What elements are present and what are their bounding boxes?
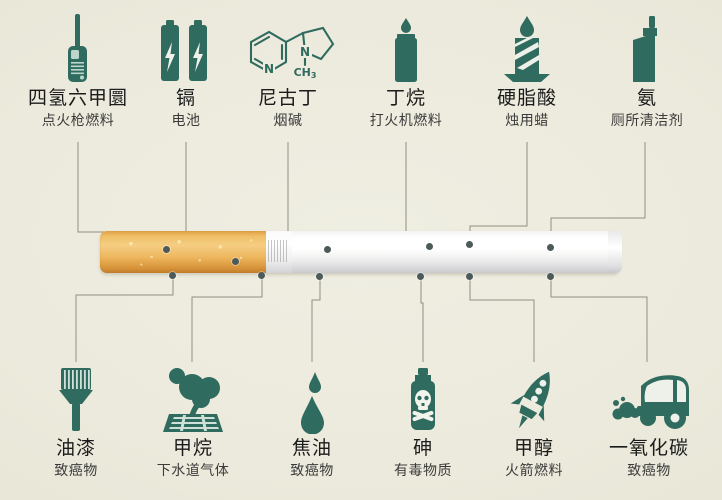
anchor-dot — [316, 273, 323, 280]
item-name: 一氧化碳 — [608, 437, 689, 459]
item-name: 甲烷 — [172, 437, 213, 459]
item-use: 致癌物 — [627, 462, 671, 479]
item-name: 砷 — [412, 437, 433, 459]
sewer-gas-icon — [128, 362, 258, 434]
item-use: 厕所清洁剂 — [610, 112, 684, 129]
anchor-dot — [417, 273, 424, 280]
item-name: 油漆 — [55, 437, 96, 459]
item-cadmium: 镉 电池 — [128, 14, 244, 130]
item-methanol: 甲醇 火箭燃料 — [478, 362, 590, 480]
item-name: 四氢六甲圜 — [27, 87, 128, 109]
item-name: 氨 — [636, 87, 657, 109]
cigarette-filter — [100, 231, 272, 273]
item-use: 打火机燃料 — [369, 112, 443, 129]
item-use: 致癌物 — [54, 462, 98, 479]
anchor-dot — [169, 272, 176, 279]
item-name: 丁烷 — [385, 87, 426, 109]
anchor-dot — [232, 258, 239, 265]
item-stearic-acid: 硬脂酸 烛用蜡 — [462, 14, 592, 130]
pyrrolidine-n-label: N — [300, 45, 310, 59]
cigarette-tipping-band — [266, 231, 292, 273]
item-use: 致癌物 — [290, 462, 334, 479]
anchor-dot — [547, 273, 554, 280]
item-ammonia: 氨 厕所清洁剂 — [580, 14, 714, 130]
poison-bottle-icon — [368, 362, 478, 434]
item-use: 烟碱 — [273, 112, 303, 129]
item-use: 烛用蜡 — [505, 112, 549, 129]
anchor-dot — [547, 244, 554, 251]
anchor-dot — [466, 241, 473, 248]
cigarette-tip — [608, 231, 622, 273]
candle-icon — [462, 14, 592, 86]
item-carbon-monoxide: 一氧化碳 致癌物 — [584, 362, 714, 480]
item-use: 点火枪燃料 — [41, 112, 115, 129]
anchor-dot — [258, 272, 265, 279]
item-arsenic: 砷 有毒物质 — [368, 362, 478, 480]
item-butane: 丁烷 打火机燃料 — [348, 14, 464, 130]
item-use: 下水道气体 — [156, 462, 230, 479]
anchor-dot — [324, 246, 331, 253]
car-exhaust-icon — [584, 362, 714, 434]
anchor-dot — [163, 246, 170, 253]
battery-icon — [128, 14, 244, 86]
methyl-label: CH3 — [294, 66, 317, 80]
svg-text:N: N — [264, 62, 274, 76]
item-name: 硬脂酸 — [496, 87, 557, 109]
item-name: 焦油 — [291, 437, 332, 459]
item-methane: 甲烷 下水道气体 — [128, 362, 258, 480]
item-use: 火箭燃料 — [505, 462, 563, 479]
item-use: 有毒物质 — [394, 462, 452, 479]
spray-bottle-icon — [580, 14, 714, 86]
item-tetrahydro: 四氢六甲圜 点火枪燃料 — [8, 14, 148, 130]
item-name: 甲醇 — [513, 437, 554, 459]
anchor-dot — [466, 273, 473, 280]
nicotine-molecule-icon: N N N CH3 — [232, 14, 344, 86]
item-name: 镉 — [175, 87, 196, 109]
lighter-icon — [348, 14, 464, 86]
rocket-icon — [478, 362, 590, 434]
item-tar: 焦油 致癌物 — [262, 362, 362, 480]
item-use: 电池 — [171, 112, 201, 129]
tar-drop-icon — [262, 362, 362, 434]
walkie-talkie-icon — [8, 14, 148, 86]
item-paint: 油漆 致癌物 — [16, 362, 136, 480]
paintbrush-icon — [16, 362, 136, 434]
item-name: 尼古丁 — [257, 87, 318, 109]
item-nicotine: N N N CH3 尼古丁 烟碱 — [232, 14, 344, 130]
anchor-dot — [426, 243, 433, 250]
